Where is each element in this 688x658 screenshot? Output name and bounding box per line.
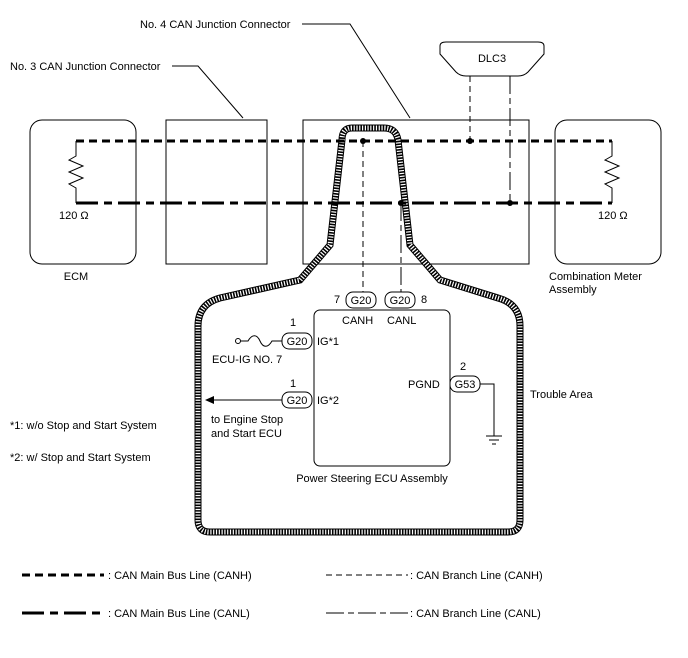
- no3-junction-label: No. 3 CAN Junction Connector: [10, 61, 161, 73]
- pin-1b-label: 1: [290, 378, 296, 390]
- no4-junction-label: No. 4 CAN Junction Connector: [140, 19, 291, 31]
- no4-junction-box: [302, 119, 530, 265]
- connector-g20-canh-label: G20: [351, 295, 372, 307]
- legend-main-canh-label: : CAN Main Bus Line (CANH): [108, 570, 252, 582]
- footnote-1: *1: w/o Stop and Start System: [10, 420, 157, 432]
- trouble-area-outline: [194, 124, 524, 536]
- dlc3-canh-junction-dot: [467, 138, 473, 144]
- power-steering-ecu-box: [313, 309, 451, 467]
- meter-resistor-value: 120 Ω: [598, 210, 628, 222]
- to-engine-line1: to Engine Stop: [211, 414, 283, 426]
- dlc3-connector: [439, 41, 545, 77]
- connector-g20-canl-label: G20: [390, 295, 411, 307]
- arrow-left-icon: [205, 396, 214, 404]
- ecu-canh-junction-dot: [360, 138, 366, 144]
- connector-g20-canh: [345, 291, 377, 309]
- combination-meter-box: [554, 119, 662, 265]
- pin-2-label: 2: [460, 361, 466, 373]
- dlc3-label: DLC3: [478, 53, 506, 65]
- no3-junction-box: [165, 119, 268, 265]
- ig2-pin-label: IG*2: [317, 395, 339, 407]
- ground-wire: [480, 383, 495, 436]
- connector-g20-ig1: [281, 332, 313, 350]
- footnote-2: *2: w/ Stop and Start System: [10, 452, 151, 464]
- ground-icon: [486, 435, 502, 445]
- fuse-terminal-left: [235, 338, 241, 344]
- ig1-pin-label: IG*1: [317, 336, 339, 348]
- canh-pin-label: CANH: [342, 315, 373, 327]
- meter-terminating-resistor: [603, 141, 621, 203]
- pin-1a-label: 1: [290, 317, 296, 329]
- ecu-canl-junction-dot: [398, 200, 404, 206]
- pin-7-label: 7: [334, 294, 340, 306]
- meter-label-line2: Assembly: [549, 284, 597, 296]
- connector-g20-ig1-label: G20: [287, 336, 308, 348]
- ecm-terminating-resistor: [67, 141, 85, 203]
- ecu-ig-fuse-label: ECU-IG NO. 7: [212, 354, 282, 366]
- legend-main-canl-label: : CAN Main Bus Line (CANL): [108, 608, 250, 620]
- power-steering-ecu-label: Power Steering ECU Assembly: [296, 473, 448, 485]
- pgnd-pin-label: PGND: [408, 379, 440, 391]
- connector-g20-ig2-label: G20: [287, 395, 308, 407]
- legend-branch-canl-label: : CAN Branch Line (CANL): [410, 608, 541, 620]
- canl-pin-label: CANL: [387, 315, 416, 327]
- to-engine-line2: and Start ECU: [211, 428, 282, 440]
- pin-8-label: 8: [421, 294, 427, 306]
- connector-g53-label: G53: [455, 379, 476, 391]
- no4-leader-line: [302, 23, 411, 119]
- ecm-box: [29, 119, 137, 265]
- legend-branch-canh-label: : CAN Branch Line (CANH): [410, 570, 543, 582]
- trouble-area-label: Trouble Area: [530, 389, 593, 401]
- fuse-icon: [241, 335, 282, 347]
- connector-g20-canl: [384, 291, 416, 309]
- no3-leader-line: [172, 65, 244, 119]
- dlc3-canl-junction-dot: [507, 200, 513, 206]
- ecm-label: ECM: [64, 271, 88, 283]
- ecm-resistor-value: 120 Ω: [59, 210, 89, 222]
- meter-label-line1: Combination Meter: [549, 271, 642, 283]
- connector-g20-ig2: [281, 391, 313, 409]
